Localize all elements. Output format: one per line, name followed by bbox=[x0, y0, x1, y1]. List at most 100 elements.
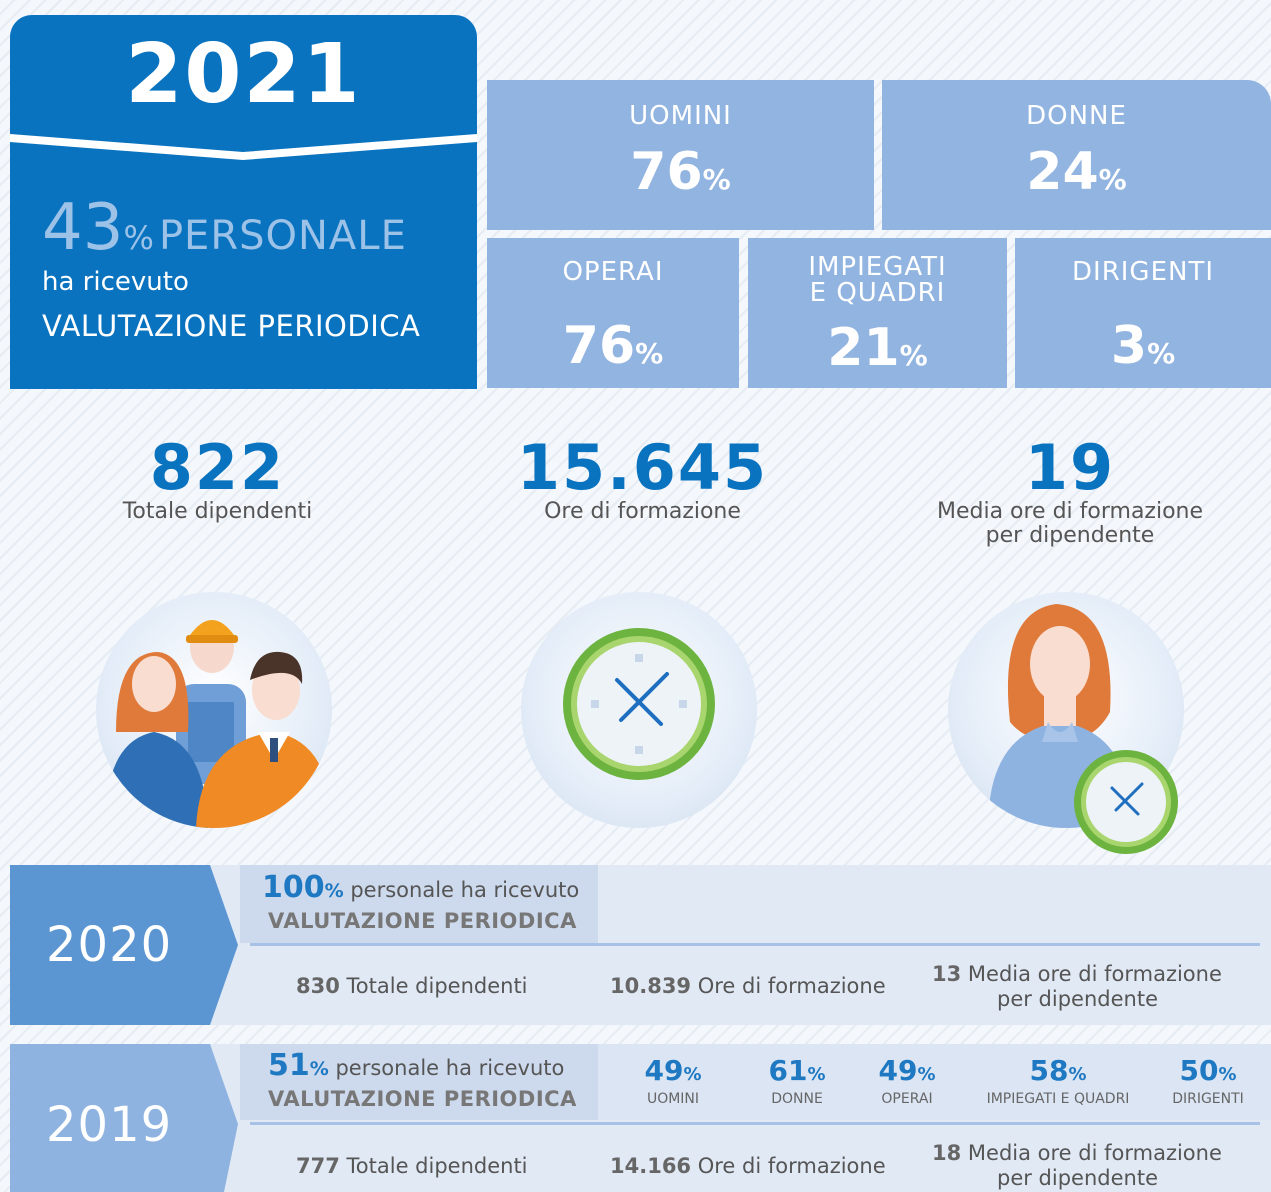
stat-totale-dipendenti: 822 Totale dipendenti bbox=[90, 436, 345, 524]
impiegati-label-line1: IMPIEGATI bbox=[808, 252, 947, 282]
operai-percent: % bbox=[635, 337, 664, 370]
y2019-media-label1: Media ore di formazione bbox=[961, 1141, 1222, 1165]
impiegati-percent: % bbox=[899, 339, 928, 372]
y2019-media-label2: per dipendente bbox=[997, 1166, 1158, 1190]
y2019-operai-label: OPERAI bbox=[881, 1091, 933, 1107]
y2020-dip-label: Totale dipendenti bbox=[339, 974, 528, 998]
y2020-media-label2: per dipendente bbox=[997, 987, 1158, 1011]
impiegati-cell: IMPIEGATI E QUADRI 21% bbox=[748, 238, 1007, 388]
y2019-ore-num: 14.166 bbox=[610, 1154, 692, 1178]
stat-media-label-1: Media ore di formazione bbox=[936, 499, 1204, 524]
personale-word: PERSONALE bbox=[158, 213, 407, 259]
y2019-donne-label: DONNE bbox=[771, 1091, 823, 1107]
y2019-impiegati-pct: % bbox=[1068, 1064, 1087, 1085]
y2019-donne-pct: % bbox=[807, 1064, 826, 1085]
y2020-media: 13 Media ore di formazione bbox=[932, 962, 1222, 986]
y2020-pct-sign: % bbox=[324, 880, 344, 902]
y2020-media-num: 13 bbox=[932, 962, 962, 986]
year-2019-top-row-left bbox=[240, 1044, 598, 1120]
impiegati-number: 21 bbox=[827, 318, 900, 378]
y2020-pct-number: 100 bbox=[262, 870, 325, 905]
stat-media-label-2: per dipendente bbox=[985, 523, 1155, 548]
y2019-media: 18 Media ore di formazione bbox=[932, 1141, 1222, 1165]
dirigenti-value: 3% bbox=[1015, 318, 1271, 382]
stat-dipendenti-label: Totale dipendenti bbox=[122, 499, 313, 524]
y2019-uomini-label: UOMINI bbox=[646, 1091, 700, 1107]
y2020-dipendenti: 830 Totale dipendenti bbox=[296, 974, 528, 998]
donne-percent: % bbox=[1098, 163, 1127, 196]
y2019-valutazione: VALUTAZIONE PERIODICA bbox=[268, 1087, 577, 1111]
y2019-dirigenti: 50% DIRIGENTI bbox=[1160, 1056, 1256, 1108]
clock-illustration bbox=[521, 592, 757, 828]
y2019-pct-sign: % bbox=[309, 1058, 329, 1080]
y2019-impiegati-label: IMPIEGATI E QUADRI bbox=[986, 1091, 1130, 1107]
y2019-dip-num: 777 bbox=[296, 1154, 340, 1178]
dirigenti-label: DIRIGENTI bbox=[1072, 257, 1214, 287]
impiegati-label: IMPIEGATI E QUADRI bbox=[748, 254, 1007, 306]
year-2021-panel bbox=[10, 15, 477, 389]
dirigenti-number: 3 bbox=[1110, 316, 1148, 376]
small-clock-icon bbox=[1074, 750, 1178, 854]
stat-media-value: 19 bbox=[1024, 431, 1116, 504]
uomini-cell: UOMINI 76% bbox=[487, 80, 874, 230]
personale-number: 43 bbox=[42, 191, 124, 265]
y2019-donne-num: 61 bbox=[768, 1054, 808, 1087]
y2019-media-num: 18 bbox=[932, 1141, 962, 1165]
y2019-dirigenti-label: DIRIGENTI bbox=[1172, 1091, 1244, 1107]
y2020-ore: 10.839 Ore di formazione bbox=[610, 974, 886, 998]
y2019-ore-label: Ore di formazione bbox=[691, 1154, 886, 1178]
y2019-uomini-num: 49 bbox=[644, 1054, 684, 1087]
donne-number: 24 bbox=[1026, 142, 1099, 202]
operai-cell: OPERAI 76% bbox=[487, 238, 739, 388]
y2019-ore: 14.166 Ore di formazione bbox=[610, 1154, 886, 1178]
stat-ore-formazione: 15.645 Ore di formazione bbox=[505, 436, 780, 524]
y2020-media-label1: Media ore di formazione bbox=[961, 962, 1222, 986]
year-2020-ribbon bbox=[10, 865, 238, 1025]
year-2019-ribbon bbox=[10, 1044, 238, 1192]
uomini-value: 76% bbox=[487, 144, 874, 208]
y2019-operai-num: 49 bbox=[878, 1054, 918, 1087]
y2019-operai-pct: % bbox=[917, 1064, 936, 1085]
operai-number: 76 bbox=[562, 316, 636, 376]
stat-ore-label: Ore di formazione bbox=[544, 499, 741, 524]
y2019-uomini: 49% UOMINI bbox=[628, 1056, 718, 1108]
y2019-impiegati: 58% IMPIEGATI E QUADRI bbox=[972, 1056, 1144, 1108]
personale-headline: 43% PERSONALE bbox=[42, 193, 407, 279]
people-illustration bbox=[96, 592, 332, 828]
chevron-divider bbox=[10, 134, 477, 160]
impiegati-label-line2: E QUADRI bbox=[809, 278, 946, 308]
year-2020-divider bbox=[250, 943, 1260, 946]
y2020-ricevuto: personale ha ricevuto bbox=[343, 878, 580, 902]
uomini-number: 76 bbox=[630, 142, 703, 202]
year-2019-label: 2019 bbox=[46, 1097, 173, 1153]
people-icon bbox=[105, 620, 332, 828]
y2019-dirigenti-pct: % bbox=[1218, 1064, 1237, 1085]
y2019-dipendenti: 777 Totale dipendenti bbox=[296, 1154, 528, 1178]
operai-value: 76% bbox=[487, 318, 739, 382]
y2020-personale-line: 100% personale ha ricevuto bbox=[262, 873, 580, 903]
ricevuto-text: ha ricevuto bbox=[42, 267, 189, 297]
dirigenti-cell: DIRIGENTI 3% bbox=[1015, 238, 1271, 388]
y2020-ore-num: 10.839 bbox=[610, 974, 692, 998]
year-2019-divider bbox=[250, 1122, 1260, 1125]
uomini-percent: % bbox=[702, 163, 731, 196]
y2020-valutazione: VALUTAZIONE PERIODICA bbox=[268, 909, 577, 933]
dirigenti-percent: % bbox=[1147, 337, 1176, 370]
donne-value: 24% bbox=[882, 144, 1271, 208]
y2019-donne: 61% DONNE bbox=[752, 1056, 842, 1108]
personale-percent-sign: % bbox=[123, 219, 154, 257]
y2019-impiegati-num: 58 bbox=[1029, 1054, 1069, 1087]
stat-media-ore: 19 Media ore di formazione per dipendent… bbox=[920, 436, 1220, 548]
year-2020-top-row bbox=[240, 865, 598, 943]
y2019-ricevuto: personale ha ricevuto bbox=[328, 1056, 565, 1080]
year-2021-title: 2021 bbox=[125, 27, 362, 122]
uomini-label: UOMINI bbox=[629, 101, 732, 131]
y2020-dip-num: 830 bbox=[296, 974, 340, 998]
y2019-operai: 49% OPERAI bbox=[862, 1056, 952, 1108]
y2019-dip-label: Totale dipendenti bbox=[339, 1154, 528, 1178]
y2019-pct-number: 51 bbox=[268, 1048, 310, 1083]
stat-ore-value: 15.645 bbox=[516, 431, 769, 504]
donne-label: DONNE bbox=[1026, 101, 1127, 131]
valutazione-text: VALUTAZIONE PERIODICA bbox=[42, 309, 421, 343]
year-2020-label: 2020 bbox=[46, 917, 173, 973]
